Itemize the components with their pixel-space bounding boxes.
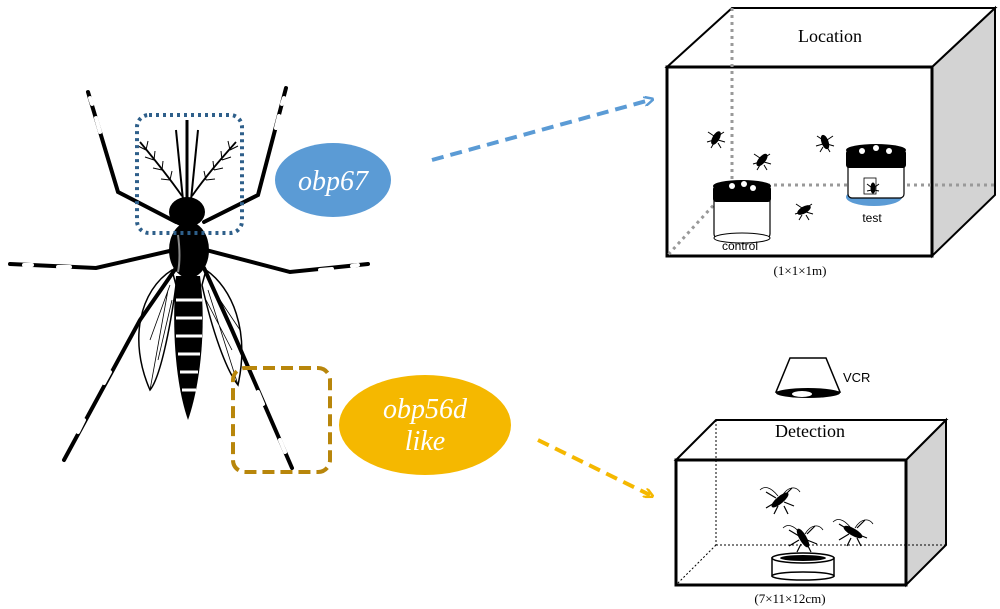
detection-title: Detection bbox=[775, 421, 845, 441]
mosquito-icon bbox=[759, 487, 874, 553]
arrow-to-detection bbox=[537, 438, 650, 495]
mosquito-legs bbox=[8, 86, 370, 470]
test-jar bbox=[846, 144, 906, 206]
mosquito-wings bbox=[138, 268, 243, 392]
leg-highlight-box bbox=[231, 366, 332, 474]
control-label: control bbox=[722, 239, 758, 253]
camera-icon bbox=[774, 357, 842, 398]
mosquito-icon bbox=[706, 131, 880, 221]
gene-obp56d-like-label-line1: obp56d bbox=[383, 394, 468, 425]
location-size-label: (1×1×1m) bbox=[774, 263, 827, 278]
gene-obp67-label: obp67 bbox=[298, 166, 369, 197]
location-chamber: Location control test bbox=[664, 5, 998, 278]
mosquito-antennae bbox=[137, 140, 239, 197]
detection-size-label: (7×11×12cm) bbox=[754, 591, 825, 606]
arrow-to-location bbox=[431, 100, 650, 162]
gene-obp56d-like-label-line2: like bbox=[405, 426, 445, 457]
camera-label: VCR bbox=[843, 370, 870, 385]
mosquito-illustration bbox=[8, 86, 370, 470]
dish-icon bbox=[771, 552, 835, 581]
gene-obp67: obp67 bbox=[275, 143, 391, 217]
detection-chamber: VCR Detection bbox=[673, 357, 949, 606]
test-label: test bbox=[862, 211, 882, 225]
location-title: Location bbox=[798, 26, 862, 46]
gene-obp56d-like: obp56d like bbox=[339, 375, 511, 475]
control-jar bbox=[713, 180, 771, 244]
antenna-highlight-box bbox=[135, 113, 244, 235]
